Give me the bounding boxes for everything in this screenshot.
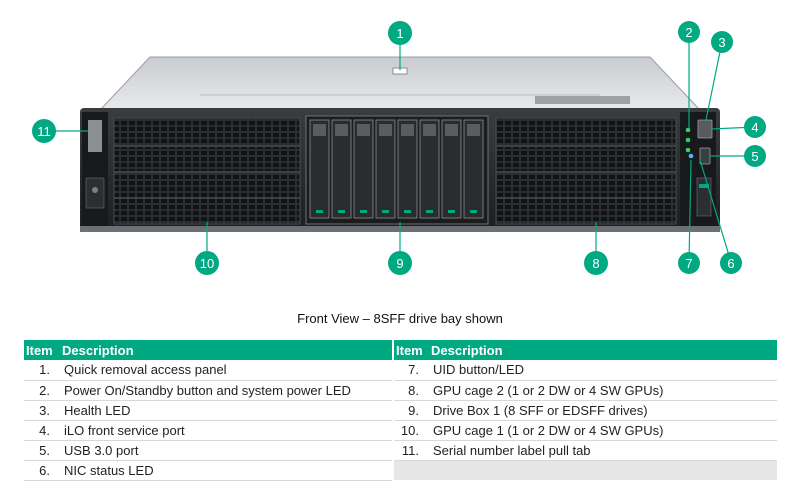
- table-row: 2.Power On/Standby button and system pow…: [24, 380, 777, 401]
- header-description: Description: [60, 340, 394, 360]
- item-description: NIC status LED: [60, 460, 394, 481]
- empty-cell: [393, 460, 777, 480]
- item-number: 2.: [24, 380, 60, 401]
- callout-11: 11: [32, 119, 56, 143]
- svg-text:9: 9: [396, 256, 403, 271]
- power-led-icon: [685, 127, 691, 133]
- svg-text:8: 8: [592, 256, 599, 271]
- item-description: Serial number label pull tab: [429, 440, 777, 461]
- drive-bay: [375, 119, 396, 219]
- item-description: Power On/Standby button and system power…: [60, 380, 394, 401]
- item-number: 11.: [393, 440, 429, 461]
- drive-bay: [331, 119, 352, 219]
- svg-text:2: 2: [685, 25, 692, 40]
- callout-5: 5: [744, 145, 766, 167]
- right-rack-ear: [680, 112, 716, 226]
- callout-9: 9: [388, 251, 412, 275]
- serial-label-tab-icon: [696, 177, 712, 217]
- ilo-service-port-icon: [697, 119, 713, 139]
- callout-7: 7: [678, 252, 700, 274]
- usb-port-icon: [699, 147, 711, 165]
- header-item: Item: [24, 340, 60, 360]
- callout-6: 6: [720, 252, 742, 274]
- figure-caption: Front View – 8SFF drive bay shown: [297, 311, 503, 326]
- callout-3: 3: [711, 31, 733, 53]
- item-description: GPU cage 2 (1 or 2 DW or 4 SW GPUs): [429, 380, 777, 401]
- server-front-view-diagram: 1 2 3 4 5 6 7 8 9 10 11: [32, 21, 766, 275]
- item-number: 4.: [24, 420, 60, 441]
- header-description: Description: [429, 340, 777, 360]
- svg-text:5: 5: [751, 149, 758, 164]
- callout-10: 10: [195, 251, 219, 275]
- item-description: USB 3.0 port: [60, 440, 394, 461]
- item-number: 6.: [24, 460, 60, 481]
- component-legend-table: Item Description Item Description 1.Quic…: [24, 340, 777, 481]
- callout-2: 2: [678, 21, 700, 43]
- nic-led-icon: [685, 147, 691, 153]
- drive-bay: [441, 119, 462, 219]
- drive-bay: [309, 119, 330, 219]
- drive-bay: [419, 119, 440, 219]
- drive-bay: [353, 119, 374, 219]
- svg-text:3: 3: [718, 35, 725, 50]
- header-item: Item: [393, 340, 429, 360]
- item-number: 3.: [24, 400, 60, 421]
- callout-4: 4: [744, 116, 766, 138]
- svg-text:7: 7: [685, 256, 692, 271]
- table-row: 6.NIC status LED: [24, 460, 777, 481]
- health-led-icon: [685, 137, 691, 143]
- callout-1: 1: [388, 21, 412, 45]
- item-description: UID button/LED: [429, 360, 777, 381]
- uid-led-icon: [688, 153, 694, 159]
- gpu-cage-1: [113, 117, 301, 225]
- item-description: iLO front service port: [60, 420, 394, 441]
- drive-box-1: [305, 115, 489, 225]
- item-description: Quick removal access panel: [60, 360, 394, 381]
- left-rack-ear: [82, 112, 108, 226]
- item-description: Drive Box 1 (8 SFF or EDSFF drives): [429, 400, 777, 421]
- svg-text:6: 6: [727, 256, 734, 271]
- item-description: GPU cage 1 (1 or 2 DW or 4 SW GPUs): [429, 420, 777, 441]
- callout-8: 8: [584, 251, 608, 275]
- drive-bay: [463, 119, 484, 219]
- item-number: 8.: [393, 380, 429, 401]
- table-header-row: Item Description Item Description: [24, 340, 777, 360]
- item-number: 1.: [24, 360, 60, 381]
- svg-text:10: 10: [200, 256, 214, 271]
- drive-bay: [397, 119, 418, 219]
- item-description: Health LED: [60, 400, 394, 421]
- svg-text:1: 1: [396, 26, 403, 41]
- item-number: 9.: [393, 400, 429, 421]
- svg-text:11: 11: [37, 124, 51, 139]
- svg-text:4: 4: [751, 120, 758, 135]
- gpu-cage-2: [495, 117, 677, 225]
- item-number: 5.: [24, 440, 60, 461]
- item-number: 7.: [393, 360, 429, 381]
- item-number: 10.: [393, 420, 429, 441]
